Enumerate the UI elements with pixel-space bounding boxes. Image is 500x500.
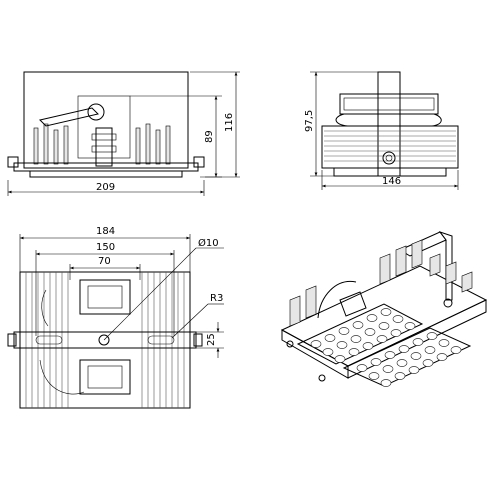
plan-mounting-bar [13, 331, 197, 349]
front-driver-plate [77, 95, 131, 159]
plan-bolt-right [193, 333, 203, 347]
iso-led-panel-2 [342, 327, 472, 387]
iso-side-right [347, 299, 487, 379]
dim-label-116: 116 [224, 113, 235, 132]
side-heatsink [321, 125, 459, 169]
dim-label-89: 89 [204, 130, 215, 143]
side-view: 146 97,5 [304, 71, 459, 190]
dim-label-radius: R3 [210, 293, 223, 304]
front-heatsink-fins [33, 123, 171, 165]
plan-cable [39, 359, 85, 395]
front-cable [39, 107, 99, 127]
leader-radius [171, 303, 209, 339]
plan-driver-top [79, 279, 131, 315]
plan-bolt-left [7, 333, 17, 347]
iso-bracket-top [398, 231, 447, 257]
plan-fins [25, 272, 185, 408]
dim-label-hole: Ø10 [198, 237, 219, 249]
front-connector [95, 127, 113, 167]
plan-center-hole [98, 334, 110, 346]
side-fin-lines [324, 130, 456, 162]
iso-bolt-front [318, 374, 326, 382]
iso-pivot [443, 298, 453, 308]
front-base-plate [13, 162, 199, 172]
front-view: 209 116 89 [7, 71, 240, 196]
dim-label-209: 209 [96, 182, 115, 193]
front-led-housing [29, 170, 183, 178]
front-bolt-right [193, 156, 205, 168]
plan-driver-bottom [79, 359, 131, 395]
iso-fins [289, 239, 473, 327]
dim-label-146: 146 [382, 176, 401, 187]
side-pivot-knob [382, 151, 396, 165]
front-bracket [23, 71, 189, 169]
plan-slot-left [35, 335, 63, 345]
dim-label-150: 150 [96, 242, 115, 253]
plan-body [19, 271, 191, 409]
iso-driver [339, 291, 367, 317]
side-cable-right [429, 113, 442, 127]
iso-led-panel-1 [296, 303, 424, 365]
plan-view: 184 150 70 Ø10 R3 25 [7, 226, 224, 409]
leader-hole [103, 247, 197, 341]
dim-label-25: 25 [206, 333, 217, 346]
front-cable-gland [87, 103, 105, 121]
dim-label-97-5: 97,5 [304, 110, 315, 132]
side-lens [333, 167, 447, 177]
iso-view [280, 231, 488, 387]
side-bracket [377, 71, 401, 177]
iso-leds-2 [356, 332, 462, 387]
iso-leds-1 [310, 308, 416, 363]
iso-cable [317, 280, 357, 319]
dim-label-184: 184 [96, 226, 115, 237]
side-cable-left [335, 113, 351, 127]
plan-slot-right [147, 335, 175, 345]
iso-bracket-arm [438, 231, 453, 301]
side-driver-box [339, 93, 439, 115]
iso-side-left [281, 329, 349, 379]
front-bolt-left [7, 156, 19, 168]
iso-bolt-left [286, 340, 294, 348]
dim-label-70: 70 [98, 256, 111, 267]
